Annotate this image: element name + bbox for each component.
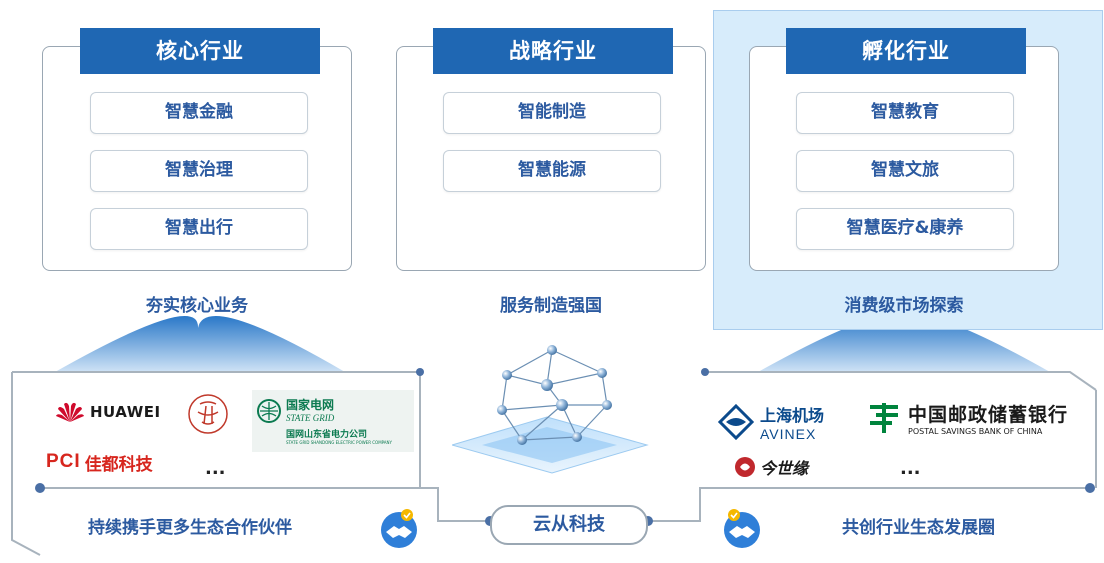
jinshiyuan-logo: 今世缘	[734, 454, 808, 480]
state-grid-en: STATE GRID	[286, 413, 335, 423]
network-platform-graphic	[452, 345, 649, 474]
state-grid-cn: 国家电网	[286, 398, 335, 412]
pci-logo: PCI 佳都科技	[46, 449, 153, 475]
left-up-arrow	[55, 315, 345, 372]
airport-name-cn: 上海机场	[760, 406, 825, 425]
left-more-dots: ...	[205, 458, 226, 479]
incubate-item-culture-tourism: 智慧文旅	[796, 150, 1014, 192]
huawei-wordmark: HUAWEI	[90, 403, 161, 421]
incubate-item-education: 智慧教育	[796, 92, 1014, 134]
pci-mark: PCI	[46, 451, 81, 472]
strategic-industry-header: 战略行业	[433, 28, 673, 74]
strategic-item-energy: 智慧能源	[443, 150, 661, 192]
core-item-finance: 智慧金融	[90, 92, 308, 134]
core-industry-header: 核心行业	[80, 28, 320, 74]
right-more-dots: ...	[900, 458, 921, 479]
incubate-item-healthcare: 智慧医疗&康养	[796, 208, 1014, 250]
strategic-item-manufacturing: 智能制造	[443, 92, 661, 134]
core-caption: 夯实核心业务	[146, 296, 248, 316]
psbc-emblem-icon	[870, 403, 898, 433]
shanghai-airport-logo: 上海机场 AVINEX	[718, 403, 825, 442]
handshake-icon-right	[724, 509, 760, 548]
state-grid-logo: 国家电网 STATE GRID 国网山东省电力公司 STATE GRID SHA…	[252, 390, 414, 452]
state-grid-emblem-icon	[257, 399, 281, 423]
core-item-mobility: 智慧出行	[90, 208, 308, 250]
incubate-caption: 消费级市场探索	[844, 296, 964, 316]
left-partner-frame	[11, 371, 490, 556]
right-partner-frame	[648, 371, 1097, 522]
jinshiyuan-emblem-icon	[735, 457, 755, 477]
psbc-logo: 中国邮政储蓄银行 POSTAL SAVINGS BANK OF CHINA	[866, 398, 1068, 438]
psbc-name-cn: 中国邮政储蓄银行	[908, 404, 1069, 426]
airport-name-en: AVINEX	[760, 426, 817, 442]
huawei-logo: HUAWEI	[56, 399, 161, 425]
strategic-caption: 服务制造强国	[500, 296, 602, 316]
left-partners-caption: 持续携手更多生态合作伙伴	[88, 518, 292, 538]
incubate-industry-header: 孵化行业	[786, 28, 1026, 74]
handshake-icon-left	[381, 509, 417, 548]
psbc-name-en: POSTAL SAVINGS BANK OF CHINA	[908, 427, 1043, 436]
right-partners-caption: 共创行业生态发展圈	[842, 518, 995, 538]
right-up-arrow	[758, 315, 1050, 372]
huawei-petal-icon	[56, 402, 84, 422]
pci-name-cn: 佳都科技	[84, 454, 153, 475]
state-grid-sub-en: STATE GRID SHANDONG ELECTRIC POWER COMPA…	[286, 440, 392, 445]
jinshiyuan-name: 今世缘	[760, 459, 809, 478]
state-grid-sub: 国网山东省电力公司	[286, 430, 368, 440]
seal-logo	[188, 394, 228, 434]
airport-emblem-icon	[718, 404, 754, 440]
core-item-governance: 智慧治理	[90, 150, 308, 192]
cloudwalk-center-box: 云从科技	[490, 505, 648, 545]
